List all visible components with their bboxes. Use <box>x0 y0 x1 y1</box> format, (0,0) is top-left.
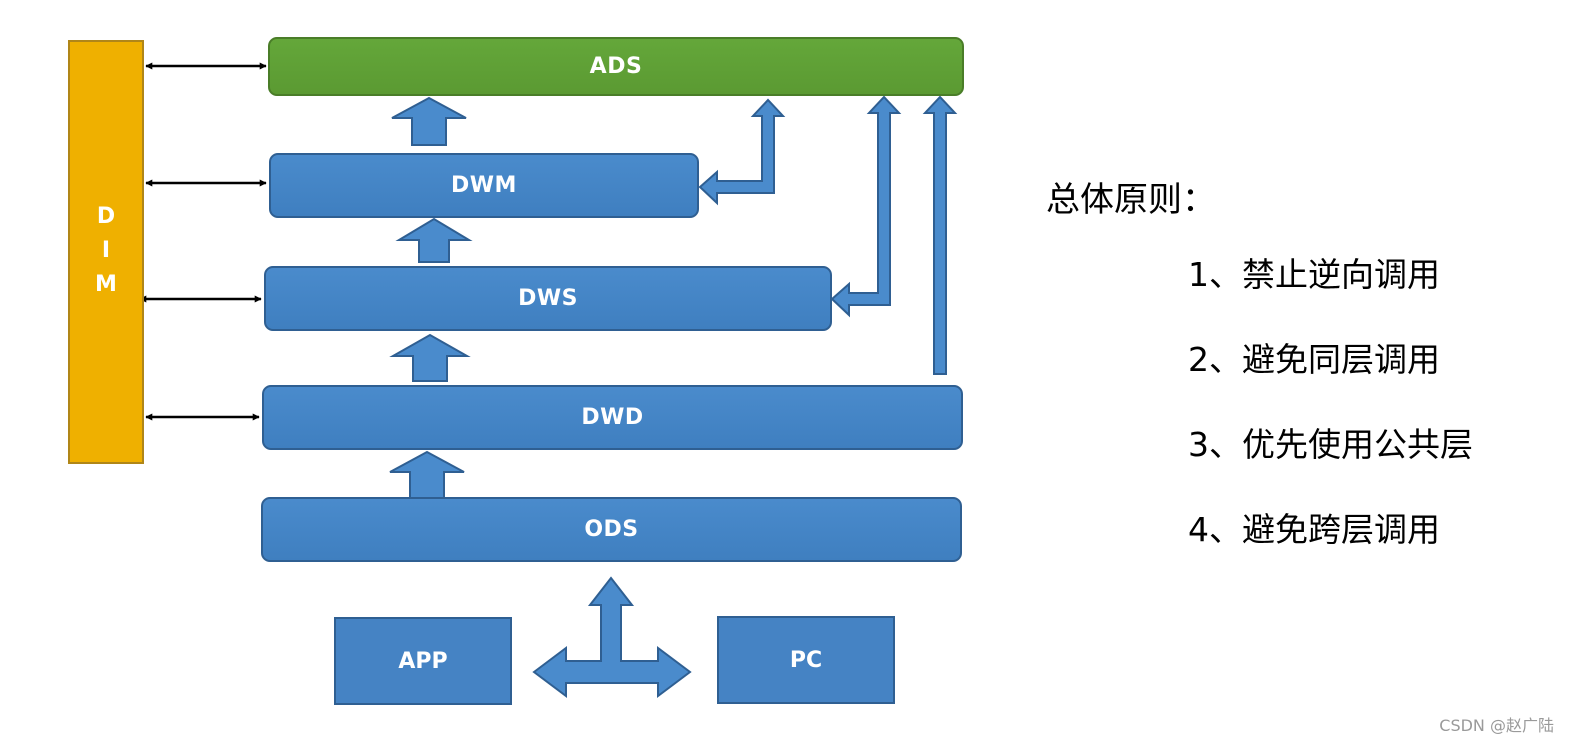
dim-label-char: M <box>95 272 117 297</box>
principles-title: 总体原则： <box>1046 180 1216 220</box>
ods-layer-label: ODS <box>584 517 639 542</box>
dim-label: D I M <box>68 200 144 302</box>
dim-label-char: D <box>96 204 116 229</box>
principles-list: 1、禁止逆向调用 2、避免同层调用 3、优先使用公共层 4、避免跨层调用 <box>1188 248 1473 588</box>
dim-label-char: I <box>101 238 111 263</box>
watermark: CSDN @赵广陆 <box>1439 716 1554 735</box>
sources-to-ods-arrow <box>532 576 692 698</box>
dwd-layer-label: DWD <box>581 405 644 430</box>
dim-bar <box>68 40 144 464</box>
ods-layer-box: ODS <box>261 497 962 562</box>
dwd-to-ads-arrow <box>922 95 958 375</box>
principle-item: 3、优先使用公共层 <box>1188 425 1473 464</box>
ads-layer-label: ADS <box>589 54 643 79</box>
dws-layer-label: DWS <box>518 286 578 311</box>
principle-item: 4、避免跨层调用 <box>1188 510 1440 549</box>
dwm-layer-box: DWM <box>269 153 699 218</box>
dwm-layer-label: DWM <box>451 173 517 198</box>
pc-source-box: PC <box>717 616 895 704</box>
app-source-box: APP <box>334 617 512 705</box>
dwd-to-dws-up-arrow <box>389 333 471 382</box>
app-source-label: APP <box>398 648 448 674</box>
dwd-layer-box: DWD <box>262 385 963 450</box>
pc-source-label: PC <box>789 647 823 673</box>
dws-to-dwm-up-arrow <box>395 217 473 263</box>
ads-layer-box: ADS <box>268 37 964 96</box>
dwm-to-ads-elbow-arrow <box>698 98 786 206</box>
dws-layer-box: DWS <box>264 266 832 331</box>
principle-item: 1、禁止逆向调用 <box>1188 255 1440 294</box>
principle-item: 2、避免同层调用 <box>1188 340 1440 379</box>
dwm-to-ads-up-arrow <box>391 96 467 146</box>
dws-to-ads-elbow-arrow <box>830 95 902 318</box>
principles-panel: 总体原则： 1、禁止逆向调用 2、避免同层调用 3、优先使用公共层 4、避免跨层… <box>1046 172 1566 572</box>
ods-to-dwd-up-arrow <box>389 450 465 499</box>
